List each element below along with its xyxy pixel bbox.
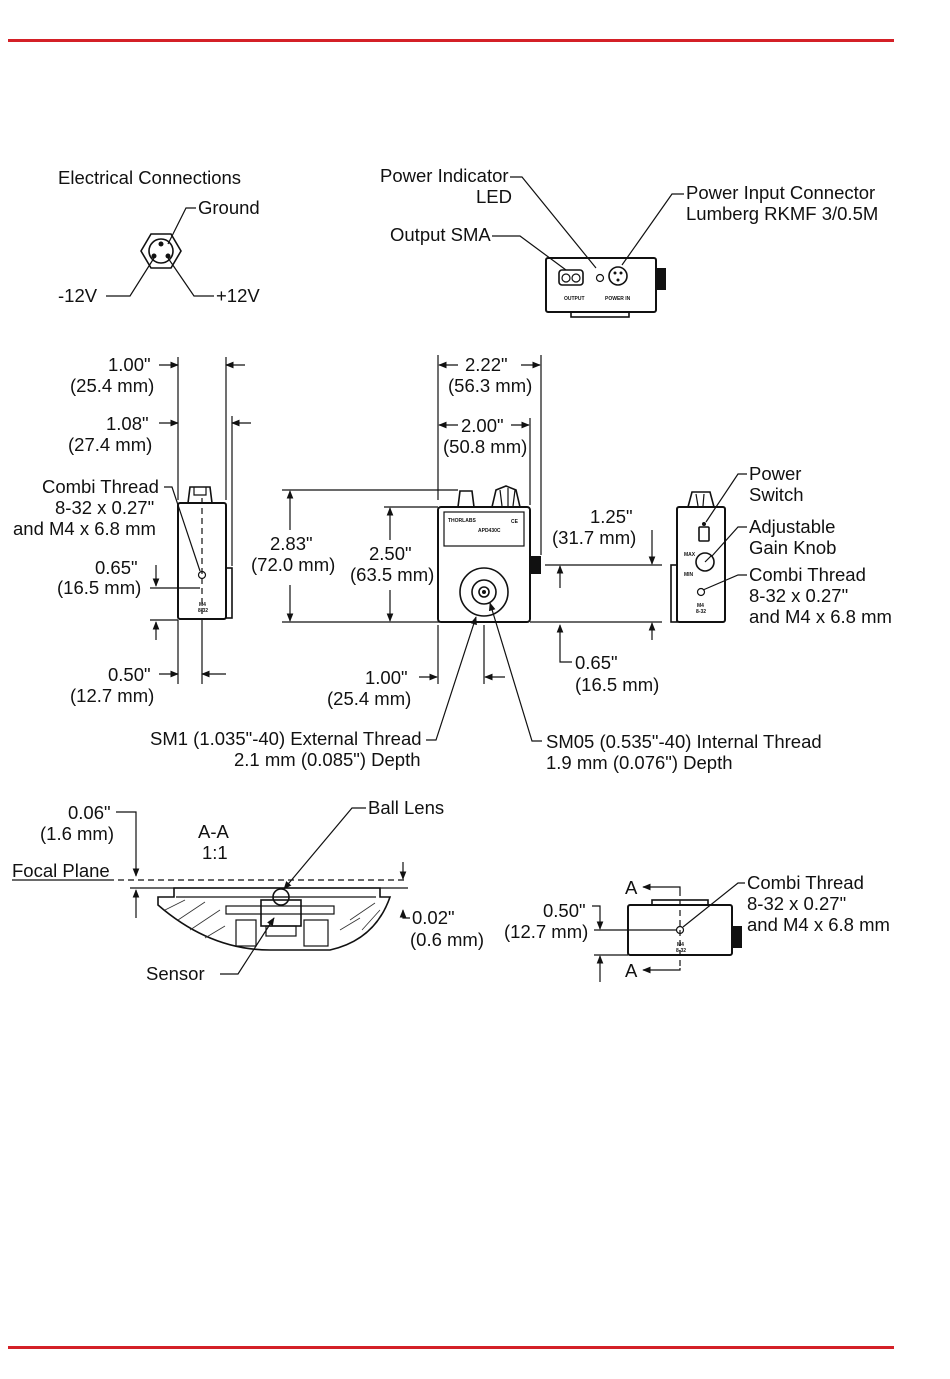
left-dim4-mm: (12.7 mm) bbox=[70, 685, 154, 706]
electrical-connections: Electrical Connections Ground -12V +12V bbox=[58, 167, 260, 306]
section-dim2-in: 0.02" bbox=[412, 907, 455, 928]
svg-text:8-32: 8-32 bbox=[198, 608, 208, 614]
gain-max-tag: MAX bbox=[684, 552, 696, 558]
left-dim3-mm: (16.5 mm) bbox=[57, 577, 141, 598]
left-dim1-in: 1.00" bbox=[108, 354, 151, 375]
output-sma-label: Output SMA bbox=[390, 224, 491, 245]
section-marker-a-bottom: A bbox=[625, 960, 638, 981]
section-dim1-in: 0.06" bbox=[68, 802, 111, 823]
section-title: A-A bbox=[198, 821, 230, 842]
front-b2-mm: (16.5 mm) bbox=[575, 674, 659, 695]
left-dim2-in: 1.08" bbox=[106, 413, 149, 434]
power-indicator-label: Power Indicator bbox=[380, 165, 509, 186]
bottom-dim-in: 0.50" bbox=[543, 900, 586, 921]
bottom-combi-label: Combi Thread bbox=[747, 872, 864, 893]
connector-hex-icon bbox=[140, 233, 182, 269]
section-a-a: 0.06" (1.6 mm) A-A 1:1 Focal Plane Ball … bbox=[12, 797, 484, 984]
front-w1-mm: (56.3 mm) bbox=[448, 375, 532, 396]
left-combi-label-3: and M4 x 6.8 mm bbox=[13, 518, 156, 539]
plus-12v-label: +12V bbox=[216, 285, 260, 306]
power-indicator-label-2: LED bbox=[476, 186, 512, 207]
top-view: OUTPUT POWER IN Power Indicator LED Outp… bbox=[380, 165, 878, 318]
left-combi-label: Combi Thread bbox=[42, 476, 159, 497]
power-input-label: Power Input Connector bbox=[686, 182, 875, 203]
right-side-view: MAX MIN M4 8-32 Power Switch Adjustable … bbox=[670, 463, 892, 627]
ground-label: Ground bbox=[198, 197, 260, 218]
front-b2-in: 0.65" bbox=[575, 652, 618, 673]
electrical-title: Electrical Connections bbox=[58, 167, 241, 188]
section-marker-a-top: A bbox=[625, 877, 638, 898]
front-h2-in: 2.50" bbox=[369, 543, 412, 564]
svg-text:M4: M4 bbox=[697, 603, 704, 609]
section-dim2-mm: (0.6 mm) bbox=[410, 929, 484, 950]
bottom-dim-mm: (12.7 mm) bbox=[504, 921, 588, 942]
svg-text:8-32: 8-32 bbox=[696, 609, 706, 615]
front-w2-mm: (50.8 mm) bbox=[443, 436, 527, 457]
top-rule bbox=[8, 39, 894, 42]
right-combi-label: Combi Thread bbox=[749, 564, 866, 585]
power-switch-label-2: Switch bbox=[749, 484, 804, 505]
gain-knob-label-2: Gain Knob bbox=[749, 537, 836, 558]
bottom-combi-label-2: 8-32 x 0.27" bbox=[747, 893, 846, 914]
left-combi-label-2: 8-32 x 0.27" bbox=[55, 497, 154, 518]
front-w2-in: 2.00" bbox=[461, 415, 504, 436]
minus-12v-label: -12V bbox=[58, 285, 98, 306]
front-logo: THORLABS bbox=[448, 518, 476, 524]
left-dim4-in: 0.50" bbox=[108, 664, 151, 685]
sm05-label-2: 1.9 mm (0.076") Depth bbox=[546, 752, 733, 773]
front-view: THORLABS APD430C CE 2.22" (56.3 mm) 2.00… bbox=[150, 354, 822, 773]
sm05-label: SM05 (0.535"-40) Internal Thread bbox=[546, 731, 822, 752]
power-input-label-2: Lumberg RKMF 3/0.5M bbox=[686, 203, 878, 224]
front-w1-in: 2.22" bbox=[465, 354, 508, 375]
right-combi-label-2: 8-32 x 0.27" bbox=[749, 585, 848, 606]
left-dim2-mm: (27.4 mm) bbox=[68, 434, 152, 455]
section-scale: 1:1 bbox=[202, 842, 228, 863]
svg-text:M4: M4 bbox=[199, 602, 206, 608]
power-in-tag: POWER IN bbox=[605, 296, 631, 302]
svg-text:8-32: 8-32 bbox=[676, 948, 686, 954]
front-h3-mm: (31.7 mm) bbox=[552, 527, 636, 548]
ball-lens-label: Ball Lens bbox=[368, 797, 444, 818]
gain-min-tag: MIN bbox=[684, 572, 694, 578]
sm1-label: SM1 (1.035"-40) External Thread bbox=[150, 728, 422, 749]
front-h1-mm: (72.0 mm) bbox=[251, 554, 335, 575]
bottom-combi-label-3: and M4 x 6.8 mm bbox=[747, 914, 890, 935]
front-b1-in: 1.00" bbox=[365, 667, 408, 688]
sensor-label: Sensor bbox=[146, 963, 205, 984]
front-model: APD430C bbox=[478, 528, 501, 534]
section-dim1-mm: (1.6 mm) bbox=[40, 823, 114, 844]
bottom-view: M4 8-32 A A 0.50" (12.7 mm) Combi Thread… bbox=[504, 872, 890, 982]
front-h1-in: 2.83" bbox=[270, 533, 313, 554]
sm1-label-2: 2.1 mm (0.085") Depth bbox=[234, 749, 421, 770]
left-side-view: M4 8-32 1.00" (25.4 mm) 1.08" (27.4 mm) … bbox=[13, 354, 251, 706]
left-dim1-mm: (25.4 mm) bbox=[70, 375, 154, 396]
right-combi-label-3: and M4 x 6.8 mm bbox=[749, 606, 892, 627]
focal-plane-label: Focal Plane bbox=[12, 860, 110, 881]
front-b1-mm: (25.4 mm) bbox=[327, 688, 411, 709]
power-switch-label: Power bbox=[749, 463, 801, 484]
left-dim3-in: 0.65" bbox=[95, 557, 138, 578]
front-h3-in: 1.25" bbox=[590, 506, 633, 527]
gain-knob-label: Adjustable bbox=[749, 516, 835, 537]
front-h2-mm: (63.5 mm) bbox=[350, 564, 434, 585]
svg-text:CE: CE bbox=[511, 519, 519, 525]
bottom-rule bbox=[8, 1346, 894, 1349]
output-tag: OUTPUT bbox=[564, 296, 585, 302]
